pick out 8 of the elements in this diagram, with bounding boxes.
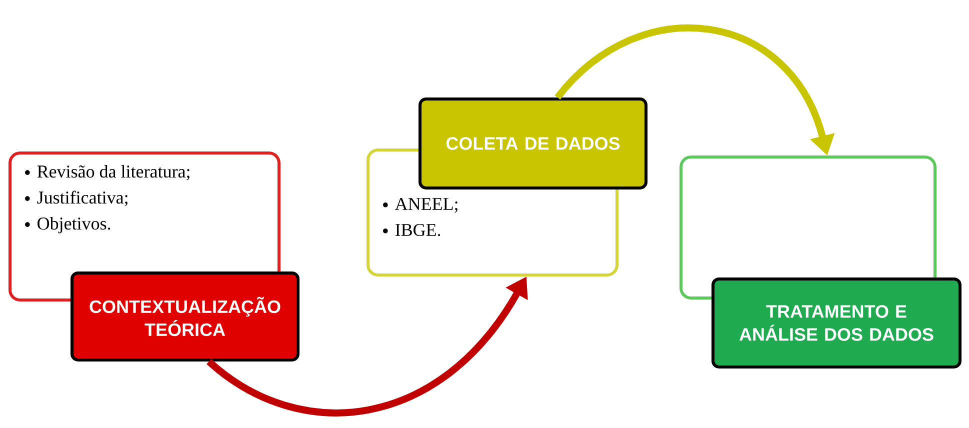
title-box: COLETA DE DADOS <box>418 98 648 190</box>
bullet-item: Justificativa; <box>25 190 128 206</box>
bullet-item: ANEEL; <box>383 198 458 213</box>
bullet-item: Revisão da literatura; <box>25 164 190 180</box>
title-box: TRATAMENTO E ANÁLISE DOS DADOS <box>712 277 962 368</box>
bullet-item: Objetivos. <box>25 216 110 234</box>
title-box: CONTEXTUALIZAÇÃO TEÓRICA <box>70 271 300 362</box>
bullet-item: IBGE. <box>383 224 440 236</box>
